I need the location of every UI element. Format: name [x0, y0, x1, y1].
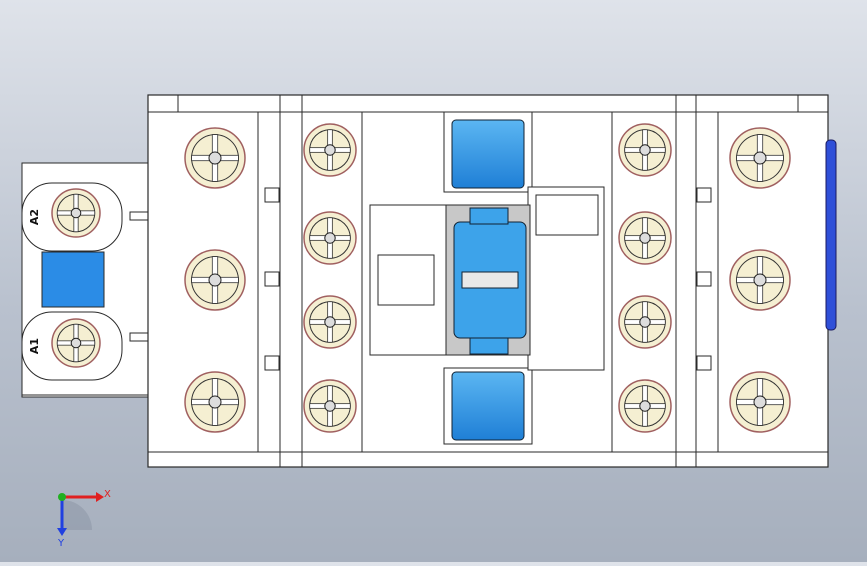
terminal-screw — [729, 371, 791, 433]
moving-contact-carrier — [453, 207, 527, 355]
y-axis-label: Y — [57, 538, 65, 549]
terminal-screw — [51, 318, 101, 368]
terminal-screw — [618, 211, 672, 265]
terminal-screw — [303, 379, 357, 433]
armature-bottom — [451, 371, 525, 441]
terminal-screw — [618, 379, 672, 433]
coordinate-triad: X Y — [57, 489, 111, 549]
coil-indicator — [41, 251, 105, 308]
terminal-screw — [729, 127, 791, 189]
terminal-screw — [51, 188, 101, 238]
terminal-screw — [184, 249, 246, 311]
terminal-screws — [51, 123, 791, 433]
terminal-screw — [303, 123, 357, 177]
terminal-screw — [618, 295, 672, 349]
terminal-screw — [618, 123, 672, 177]
origin-marker — [58, 493, 66, 501]
terminal-screw — [729, 249, 791, 311]
coil-terminal-a2-label: A2 — [28, 209, 41, 225]
armature-top — [451, 119, 525, 189]
coil-terminal-a1-label: A1 — [28, 338, 41, 354]
terminal-screw — [303, 211, 357, 265]
terminal-screw — [303, 295, 357, 349]
terminal-screw — [184, 127, 246, 189]
terminal-screw — [184, 371, 246, 433]
x-axis-label: X — [104, 489, 111, 500]
